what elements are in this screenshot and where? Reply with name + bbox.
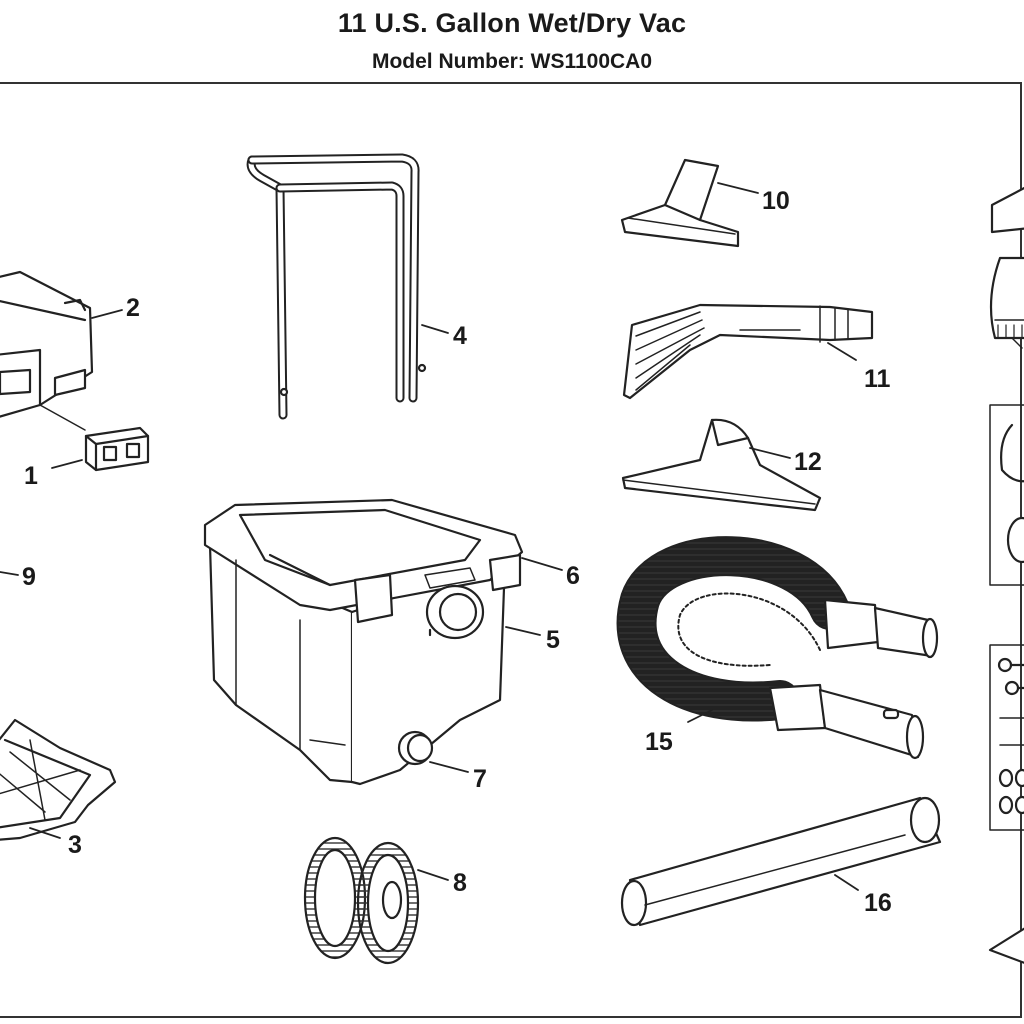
diagram-title: 11 U.S. Gallon Wet/Dry Vac [337, 8, 687, 38]
callout-1: 1 [24, 462, 38, 490]
leader-lines [0, 182, 859, 891]
callout-16: 16 [864, 889, 892, 917]
part-handle [246, 153, 427, 420]
part-nozzle-11 [622, 303, 874, 400]
callout-6: 6 [566, 562, 580, 590]
part-nozzle-10 [620, 158, 740, 248]
callout-12: 12 [794, 448, 822, 476]
callout-8: 8 [453, 869, 467, 897]
callout-labels: 1 2 3 4 5 6 7 8 9 10 11 12 15 16 [22, 187, 892, 917]
diagram-header: 11 U.S. Gallon Wet/Dry Vac Model Number:… [0, 0, 1024, 84]
part-wand [620, 796, 942, 927]
callout-7: 7 [473, 765, 487, 793]
part-caster-base [0, 718, 117, 841]
part-nozzle-12 [621, 418, 822, 512]
part-casters [303, 836, 420, 965]
part-hose [616, 536, 939, 760]
callout-15: 15 [645, 728, 673, 756]
model-number: Model Number: WS1100CA0 [371, 50, 653, 73]
part-drain-cap [397, 730, 434, 766]
part-cropped-right [988, 186, 1024, 964]
callout-2: 2 [126, 294, 140, 322]
callout-9: 9 [22, 563, 36, 591]
callout-10: 10 [762, 187, 790, 215]
part-powerhead [0, 270, 94, 431]
part-tank [203, 498, 524, 786]
part-switch [84, 426, 150, 472]
callout-4: 4 [453, 322, 467, 350]
callout-11: 11 [864, 365, 891, 393]
callout-3: 3 [68, 831, 82, 859]
callout-5: 5 [546, 626, 560, 654]
